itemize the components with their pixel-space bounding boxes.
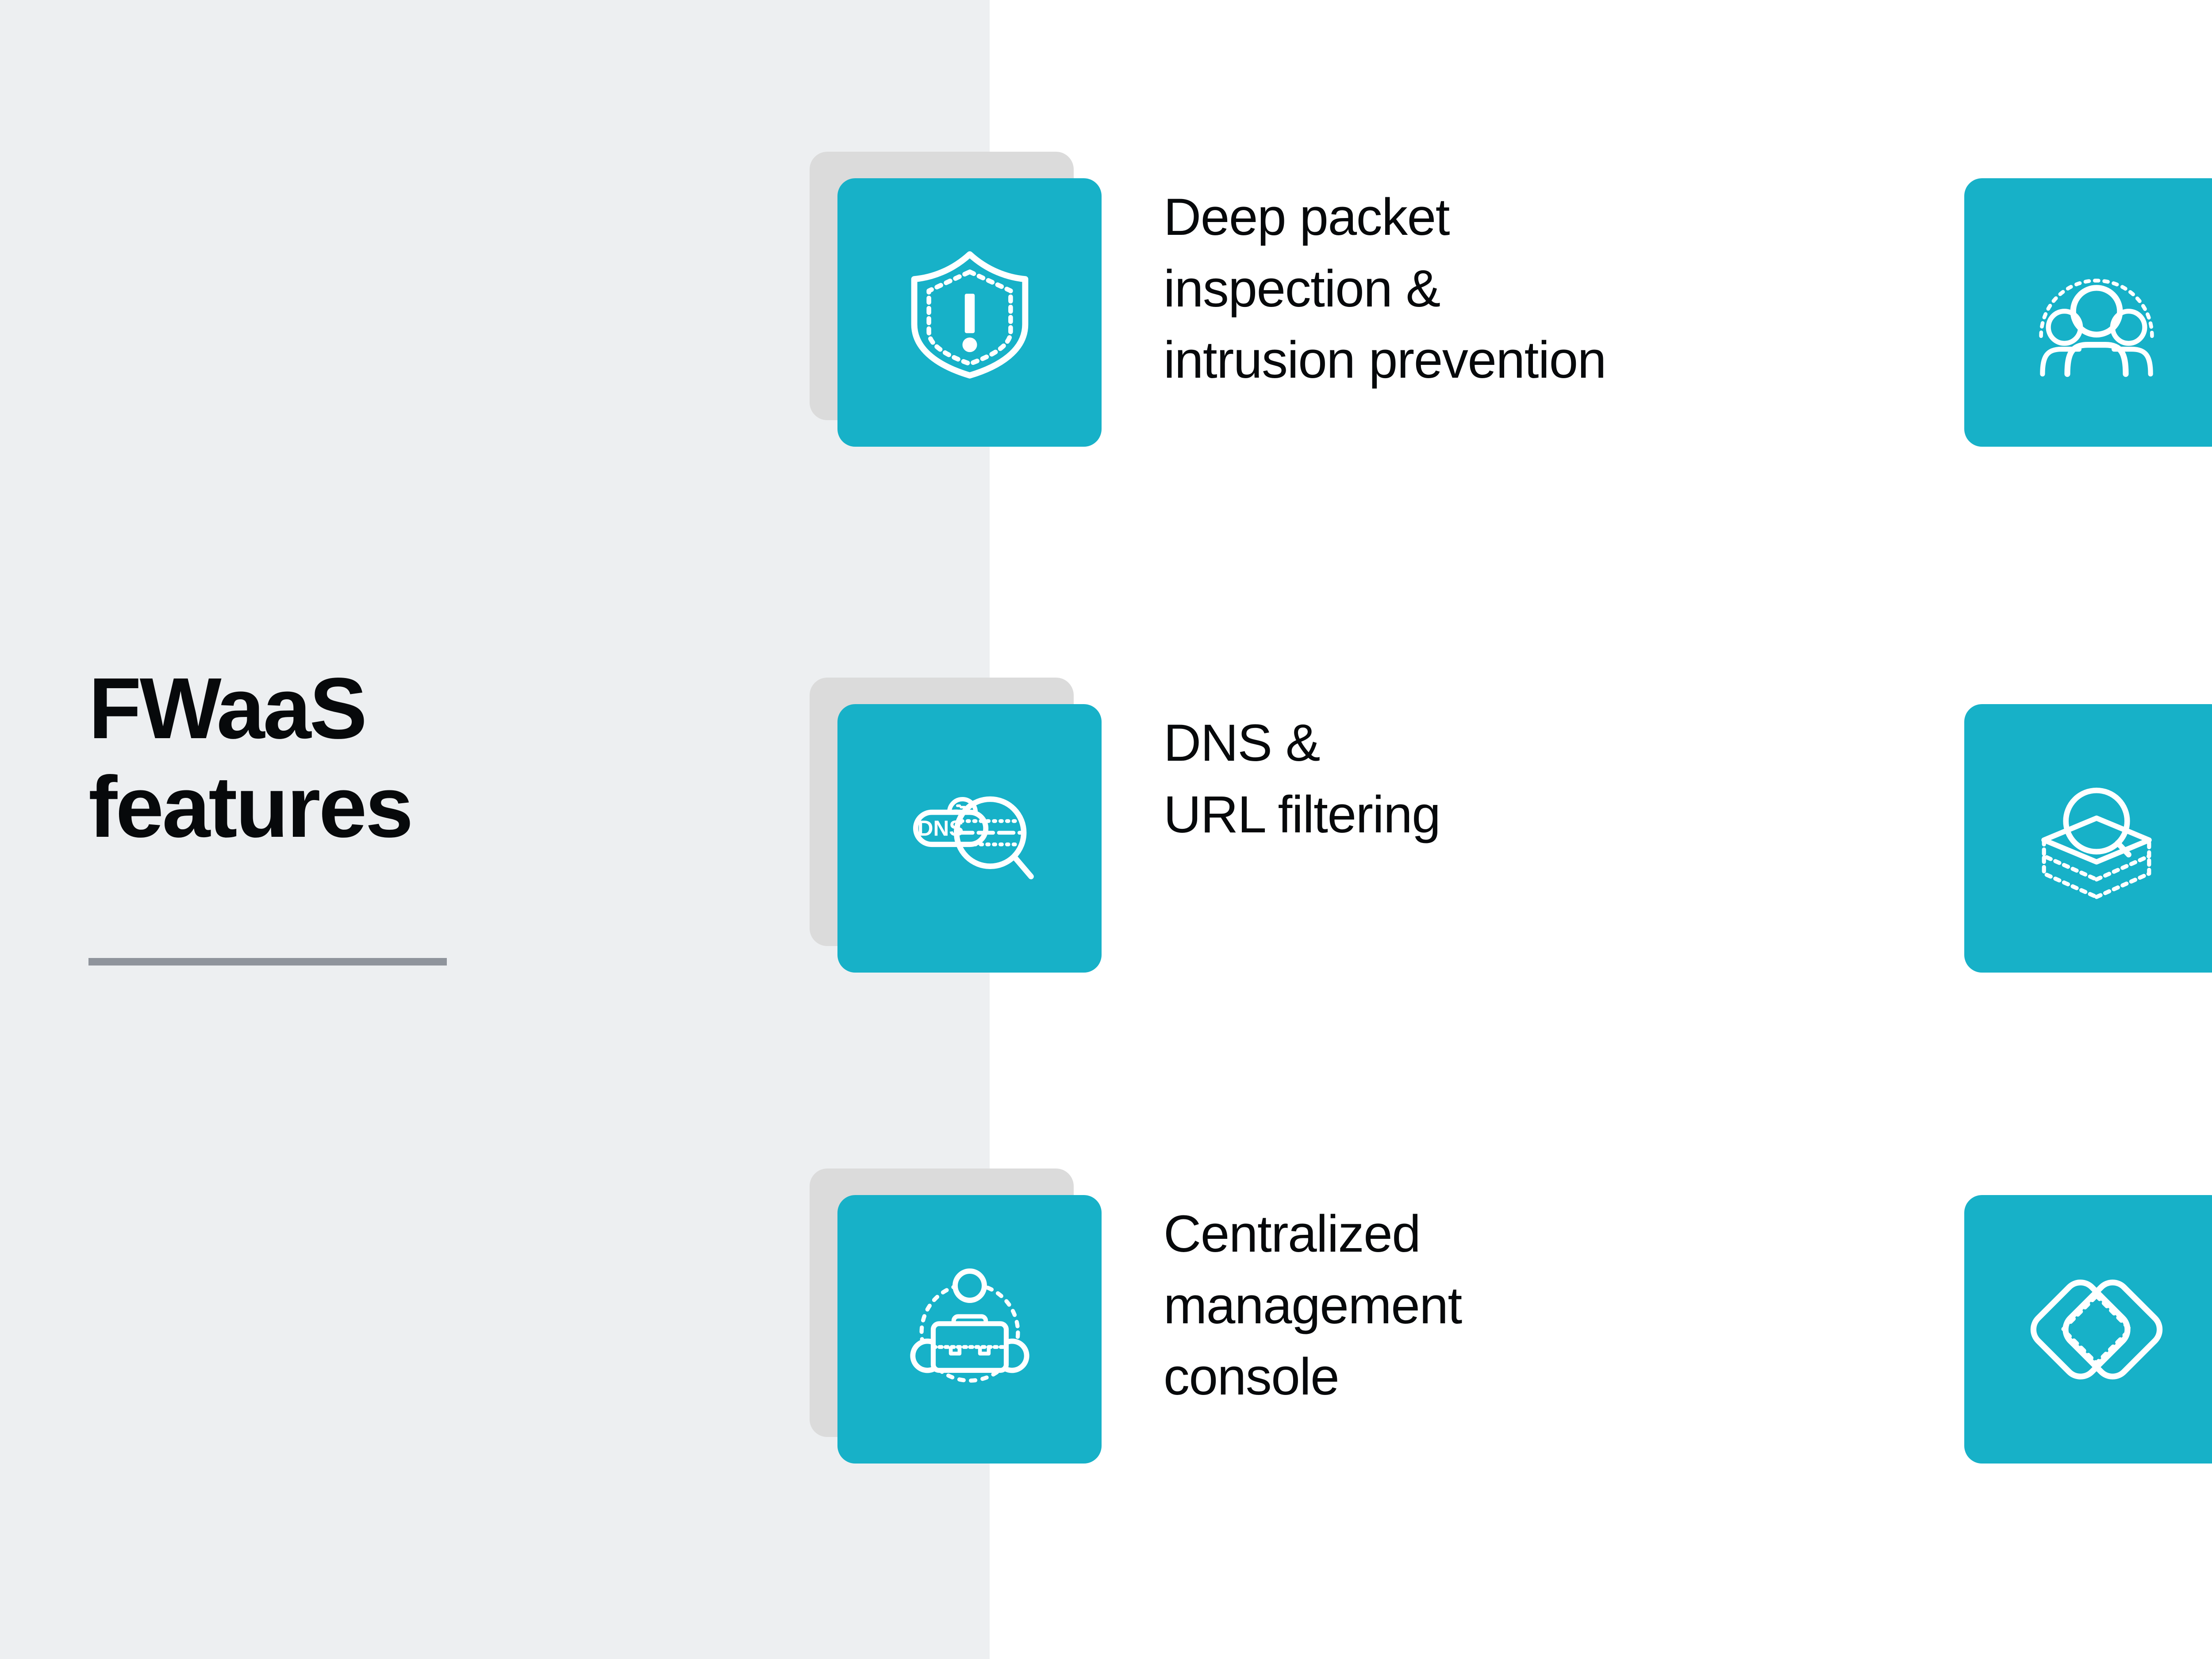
dns-magnifier-icon: DNS — [913, 796, 1034, 879]
feature-item-dns-url-filtering[interactable]: DNS DNS & URL filtering — [810, 678, 1441, 973]
title-block: FWaaS features — [88, 659, 708, 857]
feature-label: Centralized management console — [1164, 1205, 1462, 1406]
icon-tile: DNS — [837, 704, 1102, 973]
page-title: FWaaS features — [88, 660, 414, 856]
feature-label: DNS & URL filtering — [1164, 714, 1441, 844]
icon-tile — [1964, 1195, 2212, 1464]
shield-alert-icon — [911, 251, 1028, 379]
icon-tile-wrap: DNS — [810, 678, 1102, 973]
overlapping-diamonds-icon — [2030, 1279, 2162, 1379]
icon-tile — [837, 1195, 1102, 1464]
feature-item-third-party-infrastructure[interactable]: Third-party infrastructure management — [1964, 178, 2212, 447]
feature-item-deep-packet-inspection[interactable]: Deep packet inspection & intrusion preve… — [810, 152, 1606, 447]
icon-tile-wrap — [810, 1169, 1102, 1464]
icon-tile-wrap — [1964, 178, 2212, 447]
feature-item-centralized-management-console[interactable]: Centralized management console — [810, 1169, 1462, 1464]
briefcase-network-icon — [910, 1268, 1029, 1383]
icon-tile — [1964, 178, 2212, 447]
icon-tile-wrap — [1964, 704, 2212, 973]
icon-tile-wrap — [1964, 1195, 2212, 1464]
feature-item-seamless-integration[interactable]: Seamless integration with modern network… — [1964, 1195, 2212, 1464]
icon-tile-wrap — [810, 152, 1102, 447]
feature-item-comprehensive-visibility[interactable]: Comprehensive visibility & logging — [1964, 704, 2212, 973]
magnifier-layers-icon — [2041, 787, 2152, 899]
icon-tile — [1964, 704, 2212, 973]
people-group-icon — [2039, 278, 2154, 377]
icon-tile — [837, 178, 1102, 447]
title-underline-rule — [88, 958, 447, 966]
feature-label: Deep packet inspection & intrusion preve… — [1164, 188, 1606, 390]
